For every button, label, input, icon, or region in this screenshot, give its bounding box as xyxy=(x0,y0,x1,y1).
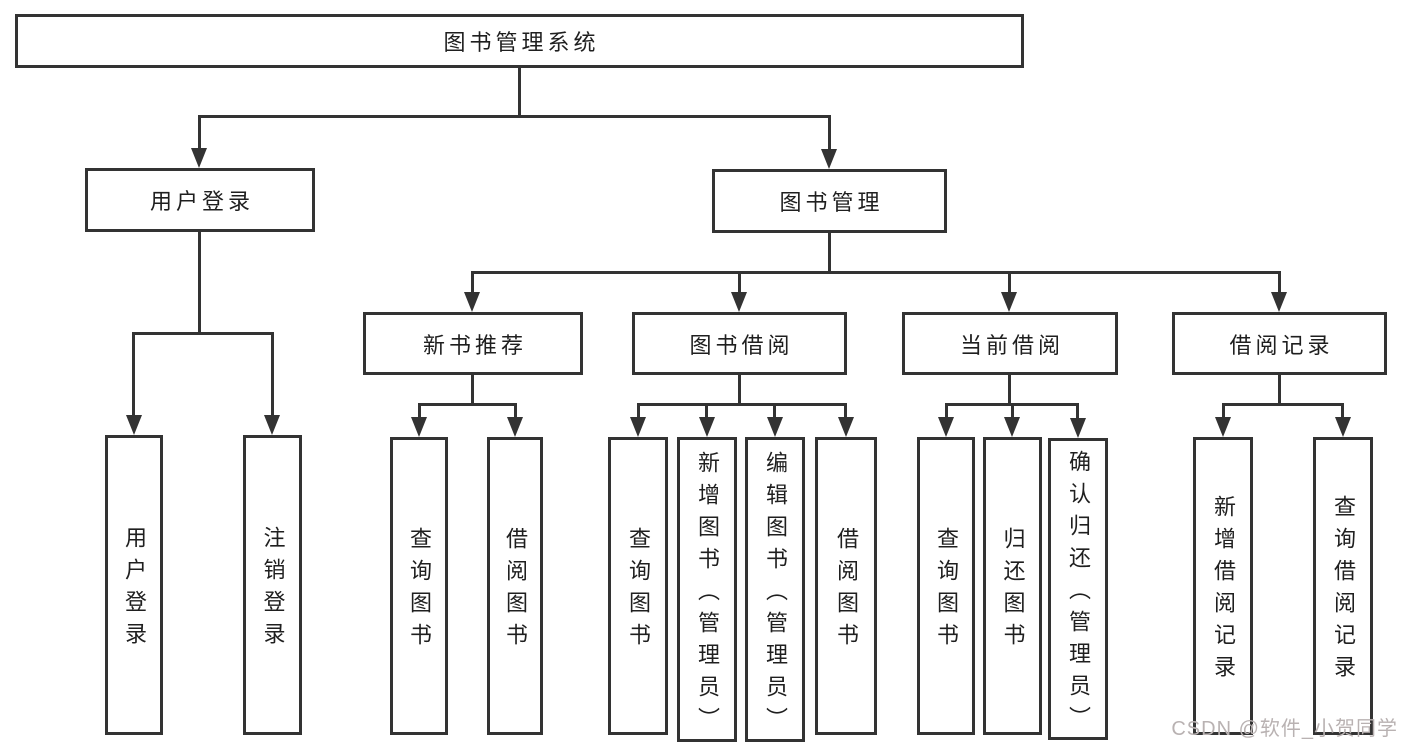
leaf-label: 注销登录 xyxy=(260,526,286,654)
arrow-down-icon xyxy=(1004,417,1020,437)
connector-drop-level3 xyxy=(1278,271,1281,292)
leaf-query-books-borrowing: 查询图书 xyxy=(608,437,668,735)
leaf-return-books: 归还图书 xyxy=(983,437,1042,735)
connector-user-login-hbar xyxy=(132,332,274,335)
leaf-label: 借阅图书 xyxy=(834,527,859,655)
node-label: 用户登录 xyxy=(149,189,254,214)
leaf-label: 确认归还（管理员） xyxy=(1066,450,1091,738)
connector-records-hbar xyxy=(1222,403,1344,406)
connector-drop-level3 xyxy=(471,271,474,292)
connector-drop-leaf xyxy=(514,403,517,417)
connector-drop-leaf xyxy=(844,403,847,417)
node-label: 图书管理系统 xyxy=(443,30,600,55)
connector-drop-leaf xyxy=(945,403,948,417)
arrow-down-icon xyxy=(731,292,747,312)
watermark: CSDN @软件_小贺同学 xyxy=(1171,718,1398,740)
node-user-login-module: 用户登录 xyxy=(85,168,315,232)
node-book-management: 图书管理 xyxy=(712,169,947,233)
leaf-label: 查询图书 xyxy=(407,527,432,655)
connector-current-stem xyxy=(1008,375,1011,405)
node-label: 图书管理 xyxy=(779,190,884,215)
leaf-borrow-books-borrowing: 借阅图书 xyxy=(815,437,877,735)
arrow-down-icon xyxy=(1070,418,1086,438)
connector-drop-leaf xyxy=(271,332,274,415)
leaf-label: 借阅图书 xyxy=(503,527,528,655)
arrow-down-icon xyxy=(630,417,646,437)
leaf-add-books-admin: 新增图书（管理员） xyxy=(677,437,737,742)
leaf-edit-books-admin: 编辑图书（管理员） xyxy=(745,437,805,742)
leaf-confirm-return-admin: 确认归还（管理员） xyxy=(1048,438,1108,740)
arrow-down-icon xyxy=(411,417,427,437)
connector-borrowing-stem xyxy=(738,375,741,405)
node-label: 当前借阅 xyxy=(959,332,1064,358)
leaf-add-borrow-record: 新增借阅记录 xyxy=(1193,437,1253,735)
arrow-down-icon xyxy=(1335,417,1351,437)
arrow-down-icon xyxy=(126,415,142,435)
connector-records-stem xyxy=(1278,375,1281,405)
leaf-user-login: 用户登录 xyxy=(105,435,163,735)
connector-borrowing-hbar xyxy=(637,403,846,406)
connector-book-mgmt-stem xyxy=(828,233,831,274)
node-label: 借阅记录 xyxy=(1229,332,1334,358)
arrow-down-icon xyxy=(191,148,207,168)
connector-drop-book-mgmt xyxy=(828,115,831,149)
leaf-label: 查询借阅记录 xyxy=(1331,495,1356,687)
connector-drop-leaf xyxy=(705,403,708,417)
connector-drop-level3 xyxy=(738,271,741,292)
leaf-borrow-books-recommend: 借阅图书 xyxy=(487,437,543,735)
node-label: 图书借阅 xyxy=(689,332,794,358)
leaf-label: 新增借阅记录 xyxy=(1211,495,1236,687)
connector-recommend-stem xyxy=(471,375,474,405)
leaf-label: 新增图书（管理员） xyxy=(695,450,720,739)
connector-user-login-stem xyxy=(198,232,201,334)
leaf-label: 编辑图书（管理员） xyxy=(763,450,788,739)
leaf-label: 归还图书 xyxy=(1000,527,1026,655)
node-current-borrowing: 当前借阅 xyxy=(902,312,1118,375)
connector-drop-leaf xyxy=(637,403,640,417)
leaf-label: 用户登录 xyxy=(122,526,147,654)
connector-drop-level3 xyxy=(1008,271,1011,292)
arrow-down-icon xyxy=(938,417,954,437)
connector-drop-leaf xyxy=(132,332,135,415)
connector-root-stem xyxy=(518,68,521,118)
leaf-query-borrow-record: 查询借阅记录 xyxy=(1313,437,1373,735)
leaf-query-books-current: 查询图书 xyxy=(917,437,975,735)
leaf-logout: 注销登录 xyxy=(243,435,302,735)
arrow-down-icon xyxy=(699,417,715,437)
arrow-down-icon xyxy=(821,149,837,169)
node-library-system-root: 图书管理系统 xyxy=(15,14,1024,68)
arrow-down-icon xyxy=(1001,292,1017,312)
node-borrowing-records: 借阅记录 xyxy=(1172,312,1387,375)
connector-drop-leaf xyxy=(1076,403,1079,418)
leaf-query-books-recommend: 查询图书 xyxy=(390,437,448,735)
connector-drop-leaf xyxy=(1222,403,1225,417)
arrow-down-icon xyxy=(507,417,523,437)
connector-drop-leaf xyxy=(418,403,421,417)
leaf-label: 查询图书 xyxy=(934,527,959,655)
node-book-borrowing: 图书借阅 xyxy=(632,312,847,375)
arrow-down-icon xyxy=(1215,417,1231,437)
arrow-down-icon xyxy=(838,417,854,437)
connector-root-hbar xyxy=(198,115,831,118)
connector-drop-leaf xyxy=(1341,403,1344,417)
leaf-label: 查询图书 xyxy=(626,527,651,655)
arrow-down-icon xyxy=(767,417,783,437)
arrow-down-icon xyxy=(1271,292,1287,312)
connector-drop-leaf xyxy=(1011,403,1014,417)
arrow-down-icon xyxy=(264,415,280,435)
arrow-down-icon xyxy=(464,292,480,312)
node-new-book-recommend: 新书推荐 xyxy=(363,312,583,375)
node-label: 新书推荐 xyxy=(422,332,527,358)
connector-drop-leaf xyxy=(773,403,776,417)
connector-recommend-hbar xyxy=(418,403,517,406)
connector-drop-user-login xyxy=(198,115,201,148)
connector-book-mgmt-hbar xyxy=(471,271,1281,274)
